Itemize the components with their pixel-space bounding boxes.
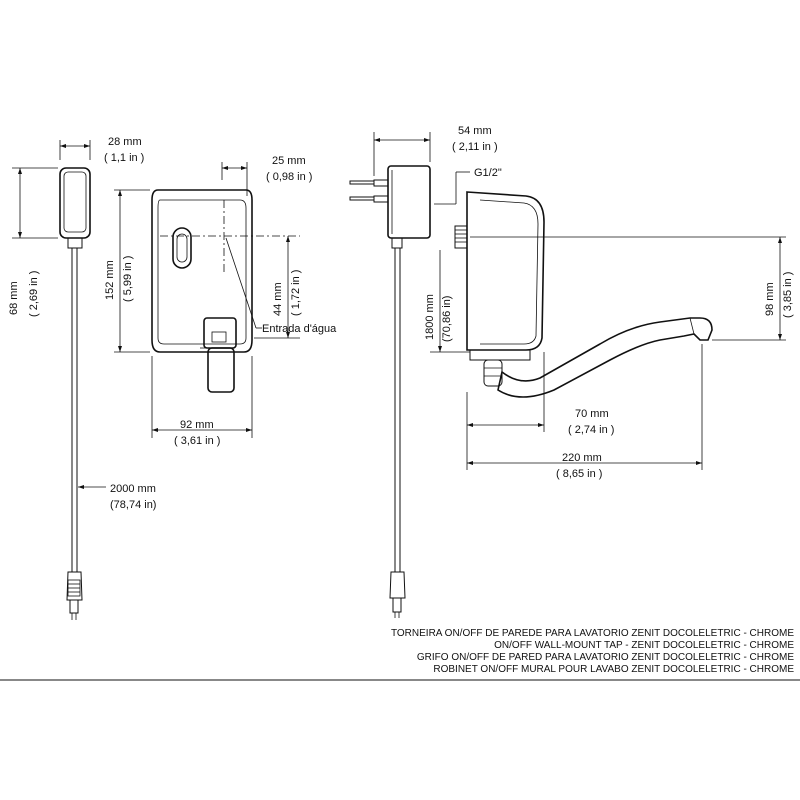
spout-height-mm: 98 mm: [764, 282, 776, 316]
mount-height-mm: 1800 mm: [424, 294, 436, 340]
panel-width-mm: 92 mm: [180, 419, 214, 431]
water-inlet-label: Entrada d'água: [262, 323, 337, 335]
spout-reach-in: ( 8,65 in ): [556, 468, 602, 480]
dim-spout-height: 98 mm ( 3,85 in ): [470, 236, 794, 341]
adapter-height-in: ( 2,69 in ): [28, 271, 40, 317]
mount-height-in: (70,86 in): [441, 296, 453, 342]
power-adapter-front: [59, 167, 91, 620]
dim-inlet-offset: 44 mm ( 1,72 in ): [254, 236, 302, 339]
body-depth-mm: 70 mm: [575, 408, 609, 420]
dim-mount-height: 1800 mm (70,86 in): [424, 250, 470, 353]
dim-side-adapter-width: 54 mm ( 2,11 in ): [373, 125, 498, 176]
inlet-offset-mm: 44 mm: [272, 282, 284, 316]
title-block: TORNEIRA ON/OFF DE PAREDE PARA LAVATORIO…: [0, 628, 800, 681]
spout-reach-mm: 220 mm: [562, 452, 602, 464]
dim-adapter-width: 28 mm ( 1,1 in ): [59, 136, 144, 164]
title-en: ON/OFF WALL-MOUNT TAP - ZENIT DOCOLELETR…: [494, 640, 794, 651]
title-es: GRIFO ON/OFF DE PARED PARA LAVATORIO ZEN…: [417, 652, 794, 663]
panel-depth-mm: 25 mm: [272, 155, 306, 167]
dim-body-depth: 70 mm ( 2,74 in ): [466, 352, 614, 470]
title-fr: ROBINET ON/OFF MURAL POUR LAVABO ZENIT D…: [433, 664, 794, 675]
panel-height-mm: 152 mm: [104, 260, 116, 300]
dim-panel-depth: 25 mm ( 0,98 in ): [221, 155, 312, 196]
title-pt: TORNEIRA ON/OFF DE PAREDE PARA LAVATORIO…: [391, 628, 794, 639]
cable-length-in: (78,74 in): [110, 499, 156, 511]
panel-depth-in: ( 0,98 in ): [266, 171, 312, 183]
dim-panel-width: 92 mm ( 3,61 in ): [151, 356, 253, 447]
thread-label: G1/2": [474, 167, 502, 179]
dim-adapter-height: 68 mm ( 2,69 in ): [8, 167, 58, 317]
water-inlet-callout: Entrada d'água: [225, 237, 337, 335]
panel-height-in: ( 5,99 in ): [122, 256, 134, 302]
adapter-height-mm: 68 mm: [8, 281, 20, 315]
spout-height-in: ( 3,85 in ): [782, 272, 794, 318]
body-depth-in: ( 2,74 in ): [568, 424, 614, 436]
dim-cable-length: 2000 mm (78,74 in): [78, 483, 156, 511]
side-adapter-width-mm: 54 mm: [458, 125, 492, 137]
side-adapter-width-in: ( 2,11 in ): [452, 141, 498, 153]
dim-panel-height: 152 mm ( 5,99 in ): [104, 189, 150, 353]
cable-length-mm: 2000 mm: [110, 483, 156, 495]
tap-side-view: [454, 191, 713, 398]
tap-front-view: [151, 189, 253, 393]
adapter-width-in: ( 1,1 in ): [104, 152, 144, 164]
panel-width-in: ( 3,61 in ): [174, 435, 220, 447]
dim-spout-reach: 220 mm ( 8,65 in ): [467, 344, 703, 480]
adapter-side-view: [349, 165, 431, 618]
inlet-offset-in: ( 1,72 in ): [290, 270, 302, 316]
adapter-width-mm: 28 mm: [108, 136, 142, 148]
